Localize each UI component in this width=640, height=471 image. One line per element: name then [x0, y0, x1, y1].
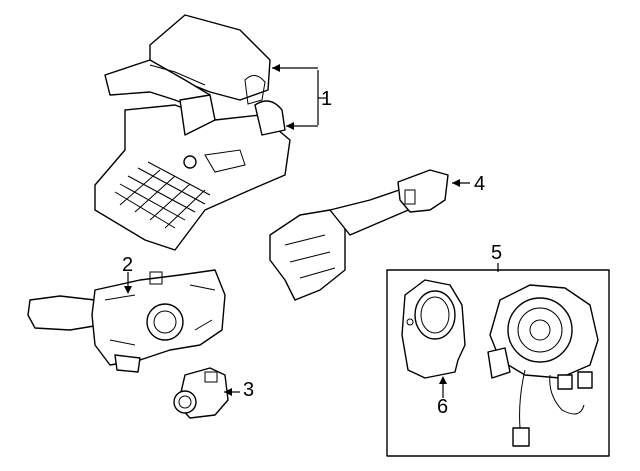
callout-5: 5 [491, 242, 503, 264]
ignition-switch-part[interactable] [173, 367, 229, 419]
callout-2: 2 [122, 254, 134, 276]
turn-signal-switch-part[interactable] [27, 269, 226, 373]
column-cover-part[interactable] [94, 14, 291, 251]
clock-spring-part[interactable] [487, 284, 599, 447]
callout-3: 3 [243, 379, 255, 401]
wiper-switch-part[interactable] [269, 169, 449, 301]
callout-1: 1 [321, 88, 333, 110]
callout-6: 6 [437, 396, 449, 418]
callout-4: 4 [474, 173, 486, 195]
steering-angle-sensor-part[interactable] [401, 279, 466, 379]
arrow-heads [124, 64, 460, 396]
